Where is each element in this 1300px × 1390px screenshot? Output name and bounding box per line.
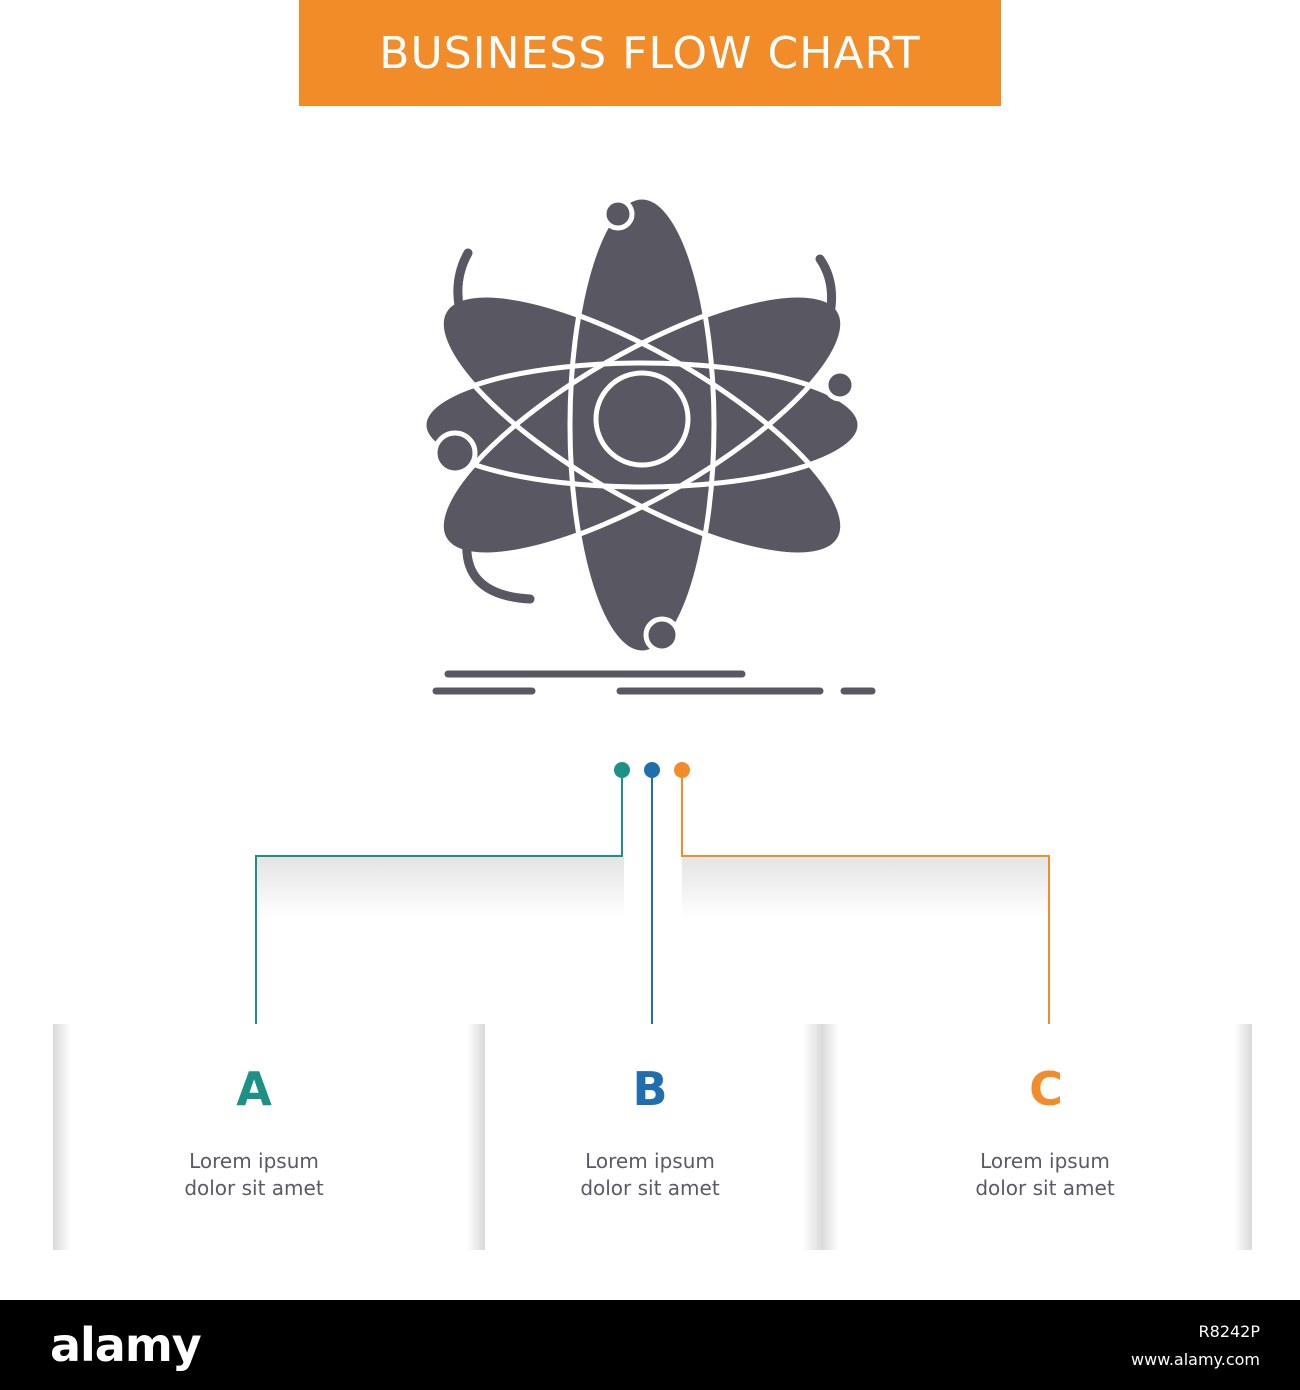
dot-b [644,762,660,778]
step-letter-b: B [632,1062,668,1116]
electron [601,197,635,231]
step-panel-c [821,1024,1252,1250]
electron [432,430,478,476]
step-text-c-line2: dolor sit amet [975,1176,1115,1200]
step-text-a-line1: Lorem ipsum [189,1149,319,1173]
step-panel-b [485,1024,821,1250]
dot-c [674,762,690,778]
chart-title: BUSINESS FLOW CHART [379,27,921,79]
dot-a [614,762,630,778]
footer-url: www.alamy.com [1131,1350,1260,1369]
step-text-b-line1: Lorem ipsum [585,1149,715,1173]
image-id: R8242P [1198,1322,1260,1341]
step-text-b-line2: dolor sit amet [580,1176,720,1200]
nucleus [606,383,678,455]
alamy-logo: alamy [50,1318,202,1372]
watermark-footer: alamy R8242P www.alamy.com [0,1300,1300,1390]
title-banner: BUSINESS FLOW CHART [299,0,1001,106]
connector-a [255,770,623,1036]
connector-c [681,770,1050,1036]
step-text-a: Lorem ipsum dolor sit amet [134,1148,374,1202]
step-text-c-line1: Lorem ipsum [980,1149,1110,1173]
step-letter-c: C [1029,1062,1063,1116]
step-text-a-line2: dolor sit amet [184,1176,324,1200]
step-text-b: Lorem ipsum dolor sit amet [530,1148,770,1202]
atom-icon [421,195,876,695]
step-letter-a: A [236,1062,272,1116]
electron [643,616,681,654]
electron [823,368,857,402]
step-panel-a [53,1024,485,1250]
step-text-c: Lorem ipsum dolor sit amet [925,1148,1165,1202]
